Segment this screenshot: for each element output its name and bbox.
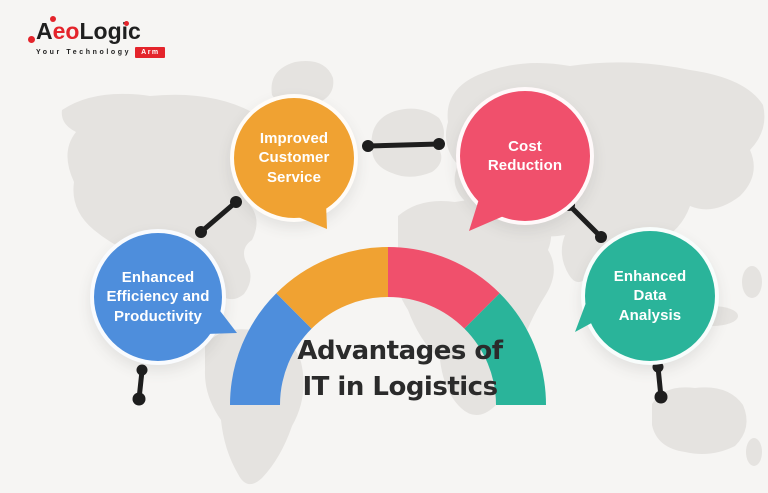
map-australia — [652, 387, 747, 454]
bubble-label-line: Efficiency and — [106, 288, 210, 306]
connector-blue-orange — [195, 196, 242, 238]
logo-tagline: Your Technology Arm — [28, 47, 165, 58]
logo-text-logic: Logic — [79, 18, 141, 44]
bubble-label-line: Analysis — [618, 306, 682, 324]
bubble-label: Improved Customer Service — [259, 129, 330, 188]
logo-text-a: A — [36, 18, 53, 44]
connector-orange-pink — [362, 138, 445, 152]
gauge-segment-efficiency — [230, 293, 312, 405]
title-line-1: Advantages of — [297, 336, 503, 366]
logo-dot-icon — [50, 16, 56, 22]
connector-blue-bottom — [132, 364, 148, 406]
bubble-label-line: Enhanced — [121, 268, 195, 286]
bubble-label-line: Improved — [259, 129, 329, 147]
bubble-label: Enhanced Efficiency and Productivity — [106, 268, 209, 327]
logo-dot-icon — [28, 36, 35, 43]
world-map — [61, 61, 765, 485]
map-north-america — [61, 93, 264, 300]
bubble-label: Cost Reduction — [488, 137, 562, 176]
bubble-label-line: Cost — [508, 137, 542, 155]
gauge-segment-cost-reduction — [388, 247, 500, 329]
bubble-label-line: Reduction — [487, 157, 563, 174]
bubble-improved-customer-service: Improved Customer Service — [230, 94, 358, 222]
title-line-2: IT in Logistics — [302, 371, 498, 402]
logo-tagline-text: Your Technology — [36, 49, 132, 56]
bubble-label-line: Productivity — [114, 307, 202, 325]
bubble-label-line: Enhanced — [613, 267, 687, 285]
gauge-segment-customer-service — [276, 247, 388, 329]
page-title: Advantages of IT in Logistics — [297, 334, 503, 406]
bubble-label-line: Service — [266, 168, 322, 186]
map-new-zealand — [746, 438, 762, 466]
bubble-label-line: Data — [633, 287, 667, 305]
bubble-label-line: Customer — [258, 149, 330, 167]
aeologic-logo: AeoLogic Your Technology Arm — [28, 16, 165, 58]
bubble-enhanced-data-analysis: Enhanced Data Analysis — [581, 227, 719, 365]
connector-teal-bottom — [652, 361, 668, 404]
logo-dot-icon — [124, 21, 129, 26]
bubble-cost-reduction: Cost Reduction — [456, 87, 594, 225]
logo-text-eo: eo — [52, 18, 80, 44]
logo-tagline-badge: Arm — [135, 47, 165, 58]
gauge-segment-data-analysis — [464, 293, 546, 405]
logo-wordmark: AeoLogic — [28, 16, 158, 44]
bubble-label: Enhanced Data Analysis — [614, 267, 686, 326]
gauge-arc — [230, 247, 546, 405]
bubble-enhanced-efficiency-productivity: Enhanced Efficiency and Productivity — [90, 229, 226, 365]
map-philippines — [742, 266, 762, 298]
